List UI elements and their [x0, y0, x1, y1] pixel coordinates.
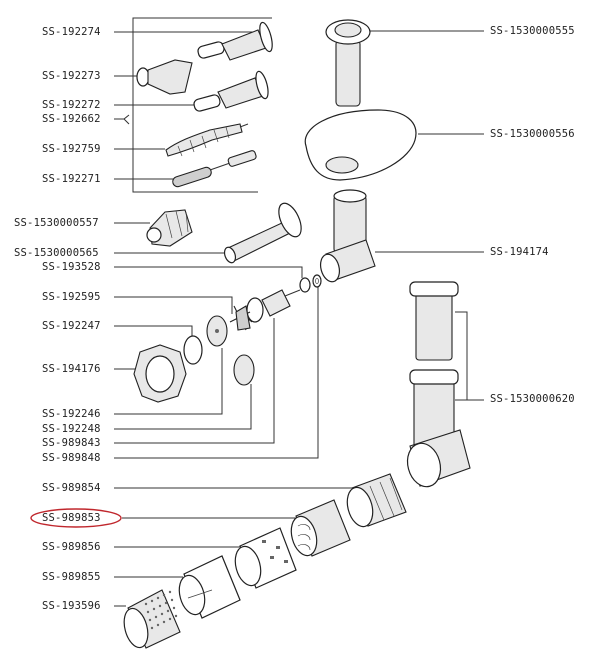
part-label-ss-1530000557[interactable]: SS-1530000557 — [14, 217, 99, 229]
part-label-ss-989856[interactable]: SS-989856 — [42, 541, 101, 553]
drum-hole — [168, 617, 172, 621]
part-label-ss-192662[interactable]: SS-192662 — [42, 113, 101, 125]
part-kibbe-screw — [165, 123, 249, 157]
part-label-ss-1530000555[interactable]: SS-1530000555 — [490, 25, 575, 37]
drum-hole — [166, 609, 170, 613]
part-label-ss-1530000556[interactable]: SS-1530000556 — [490, 128, 575, 140]
part-kibbe-cone — [146, 209, 193, 247]
drum-hole — [160, 612, 164, 616]
drum-hole — [156, 623, 160, 627]
drum-hole — [164, 601, 168, 605]
part-hopper-tray — [304, 109, 417, 181]
part-grinder-housing — [319, 189, 376, 283]
part-label-ss-989854[interactable]: SS-989854 — [42, 482, 101, 494]
drum-hole — [172, 606, 176, 610]
drum-hole — [144, 602, 148, 606]
part-food-pusher — [325, 19, 371, 107]
drum-hole — [170, 598, 174, 602]
part-label-ss-192271[interactable]: SS-192271 — [42, 173, 101, 185]
part-ring-nut — [133, 344, 187, 403]
part-drum-989853 — [290, 499, 351, 557]
highlight-ellipse — [30, 508, 122, 528]
drum-hole — [162, 620, 166, 624]
part-label-ss-989848[interactable]: SS-989848 — [42, 452, 101, 464]
drum-hole — [168, 590, 172, 594]
part-sausage-horn — [223, 202, 302, 264]
part-slicer-pusher — [409, 281, 459, 361]
part-label-ss-193528[interactable]: SS-193528 — [42, 261, 101, 273]
part-sausage-nozzle-small — [193, 70, 269, 112]
part-sausage-funnel — [136, 59, 193, 95]
drum-hole — [154, 615, 158, 619]
drum-hole — [146, 610, 150, 614]
drum-hole — [158, 604, 162, 608]
part-label-ss-1530000620[interactable]: SS-1530000620 — [490, 393, 575, 405]
part-label-ss-192246[interactable]: SS-192246 — [42, 408, 101, 420]
part-label-ss-989843[interactable]: SS-989843 — [42, 437, 101, 449]
part-label-ss-194174[interactable]: SS-194174 — [490, 246, 549, 258]
part-label-ss-989853[interactable]: SS-989853 — [42, 512, 101, 524]
part-cleaning-brush — [172, 150, 257, 188]
drum-hole — [174, 614, 178, 618]
left-labels: SS-192274 SS-192273 SS-192272 SS-192662 … — [14, 26, 101, 612]
part-auger — [246, 289, 301, 323]
part-sausage-nozzle-large — [197, 21, 273, 61]
part-drum-989856 — [234, 527, 297, 589]
part-label-ss-192247[interactable]: SS-192247 — [42, 320, 101, 332]
part-drum-989855 — [178, 555, 241, 619]
part-washers — [299, 274, 322, 293]
part-label-ss-192272[interactable]: SS-192272 — [42, 99, 101, 111]
part-label-ss-1530000565[interactable]: SS-1530000565 — [14, 247, 99, 259]
part-slicer-chute — [406, 369, 471, 488]
part-plate-coarse — [206, 315, 228, 347]
part-plate-medium — [183, 335, 203, 365]
part-label-ss-194176[interactable]: SS-194176 — [42, 363, 101, 375]
part-label-ss-192248[interactable]: SS-192248 — [42, 423, 101, 435]
right-labels: SS-1530000555 SS-1530000556 SS-194174 SS… — [490, 25, 575, 405]
drum-hole — [150, 626, 154, 630]
part-label-ss-989855[interactable]: SS-989855 — [42, 571, 101, 583]
part-cutting-blade — [229, 305, 253, 331]
part-drum-989854 — [346, 473, 407, 528]
part-label-ss-192274[interactable]: SS-192274 — [42, 26, 101, 38]
drum-hole — [162, 593, 166, 597]
drum-hole — [150, 599, 154, 603]
drum-hole — [148, 618, 152, 622]
part-label-ss-192273[interactable]: SS-192273 — [42, 70, 101, 82]
part-plate-fine — [233, 354, 255, 386]
part-label-ss-192595[interactable]: SS-192595 — [42, 291, 101, 303]
part-label-ss-192759[interactable]: SS-192759 — [42, 143, 101, 155]
leader-lines — [114, 17, 484, 607]
part-drum-193596 — [123, 589, 181, 649]
part-label-ss-193596[interactable]: SS-193596 — [42, 600, 101, 612]
drum-hole — [156, 596, 160, 600]
drum-hole — [152, 607, 156, 611]
